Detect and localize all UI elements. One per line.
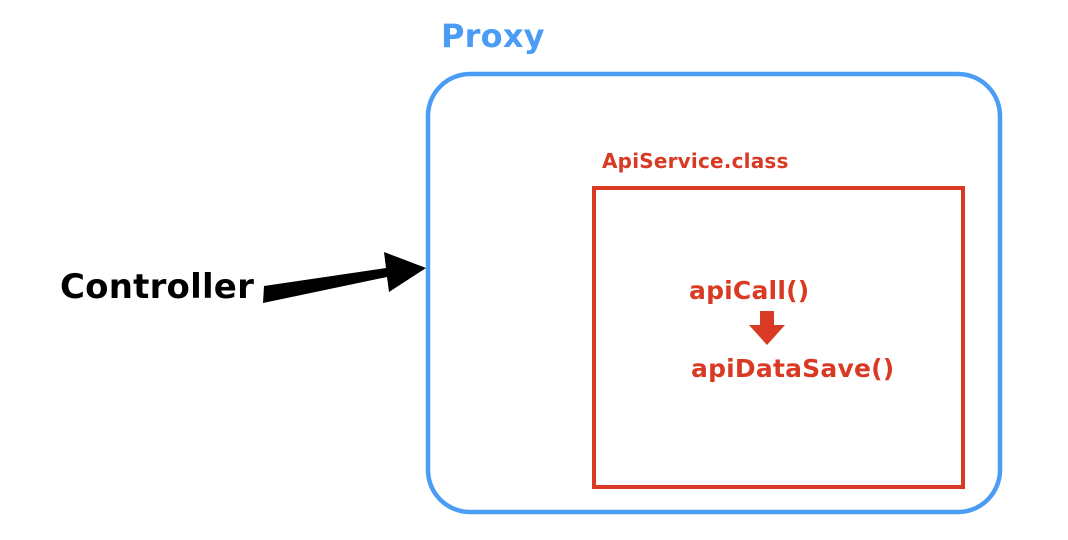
proxy-boundary-box — [425, 71, 1003, 515]
controller-to-proxy-arrow — [263, 252, 426, 303]
controller-label: Controller — [60, 267, 255, 307]
apicall-to-apidatasave-arrow — [749, 311, 785, 345]
api-data-save-method-label: apiDataSave() — [691, 354, 895, 383]
api-call-method-label: apiCall() — [689, 276, 810, 305]
apiservice-class-label: ApiService.class — [602, 149, 789, 173]
apiservice-class-box — [592, 186, 965, 489]
proxy-label: Proxy — [441, 17, 545, 55]
